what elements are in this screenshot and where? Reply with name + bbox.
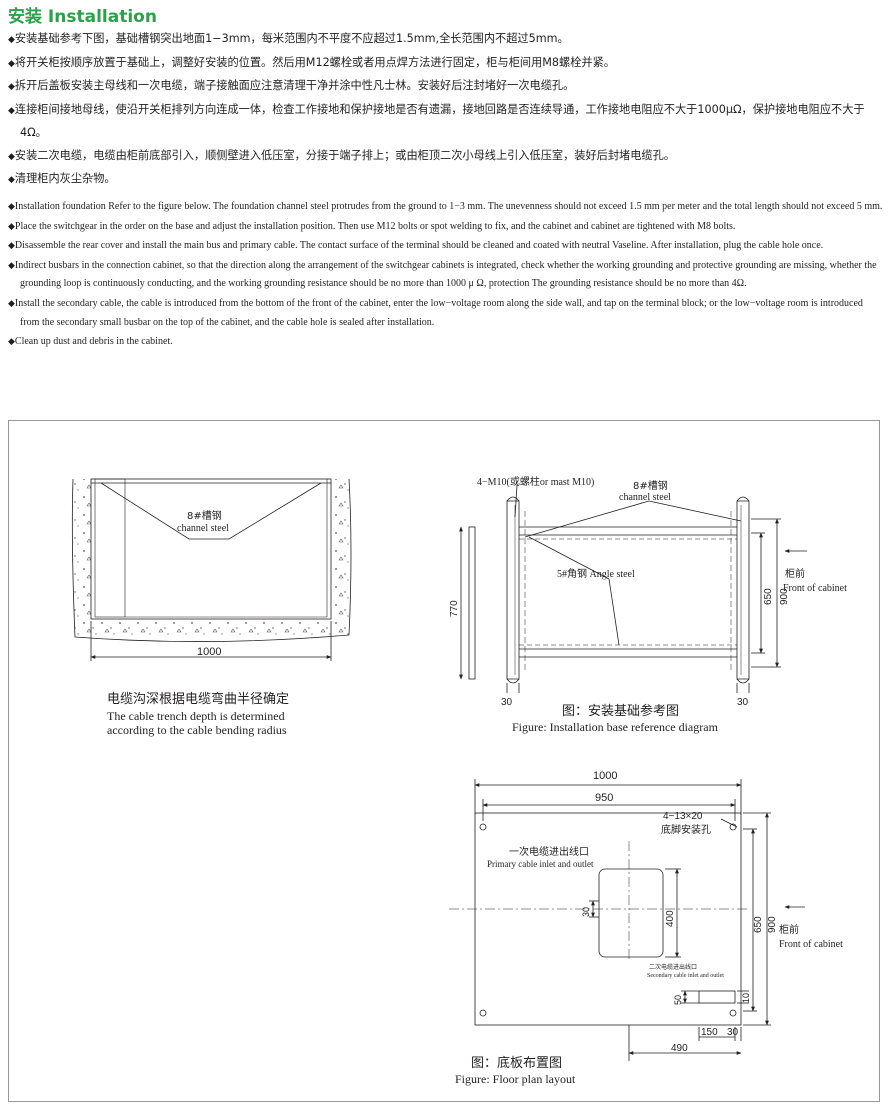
trench-channel-cn: 8#槽钢	[187, 509, 222, 522]
base-channel-cn: 8#槽钢	[633, 479, 668, 492]
en-item: ◆Indirect busbars in the connection cabi…	[8, 259, 877, 290]
cn-item: ◆连接柜间接地母线，使沿开关柜排列方向连成一体，检查工作接地和保护接地是否有遗漏…	[8, 102, 865, 140]
floor-front-en: Front of cabinet	[779, 939, 843, 950]
floor-dim-30b: 30	[727, 1027, 739, 1038]
en-item: ◆Clean up dust and debris in the cabinet…	[8, 336, 173, 348]
chinese-instructions: ◆安装基础参考下图，基础槽钢突出地面1−3mm，每米范围内不平度不应超过1.5m…	[8, 28, 883, 192]
floor-dim-490: 490	[671, 1043, 688, 1054]
cn-item: ◆将开关柜按顺序放置于基础上，调整好安装的位置。然后用M12螺栓或者用点焊方法进…	[8, 55, 615, 69]
base-dim-left-30: 30	[501, 697, 513, 708]
floor-dim-650: 650	[753, 916, 764, 933]
floor-dim-900: 900	[767, 916, 778, 933]
diamond-bullet-icon: ◆	[8, 58, 15, 69]
floor-dim-10: 10	[741, 993, 751, 1003]
base-dim-right-30: 30	[737, 697, 749, 708]
floor-dim-950: 950	[595, 792, 613, 804]
en-item: ◆Install the secondary cable, the cable …	[8, 297, 863, 328]
cable-trench-section	[71, 478, 352, 661]
floor-secondary-en: Secondary cable inlet and outlet	[647, 973, 724, 979]
floor-dim-400: 400	[665, 910, 676, 927]
cn-item: ◆安装二次电缆，电缆由柜前底部引入，顺侧壁进入低压室，分接于端子排上；或由柜顶二…	[8, 148, 675, 162]
base-caption-en: Figure: Installation base reference diag…	[512, 720, 719, 734]
floor-front-cn: 柜前	[779, 923, 799, 936]
trench-caption-en-1: The cable trench depth is determined	[107, 709, 285, 723]
diamond-bullet-icon: ◆	[8, 105, 15, 116]
base-dim-650: 650	[763, 588, 774, 605]
cn-item: ◆清理柜内灰尘杂物。	[8, 172, 116, 185]
floor-plan-drawing	[449, 779, 805, 1061]
floor-caption-cn: 图：底板布置图	[471, 1055, 562, 1071]
trench-channel-en: channel steel	[177, 523, 229, 534]
en-item: ◆Place the switchgear in the order on th…	[8, 220, 736, 232]
base-front-cn: 柜前	[785, 567, 805, 580]
section-title: 安装 Installation	[8, 7, 157, 27]
diamond-bullet-icon: ◆	[8, 297, 15, 308]
diamond-bullet-icon: ◆	[8, 151, 15, 162]
floor-hole-spec: 4−13×20	[663, 811, 703, 822]
diamond-bullet-icon: ◆	[8, 175, 15, 185]
floor-dim-1000: 1000	[593, 770, 617, 782]
base-caption-cn: 图：安装基础参考图	[562, 703, 679, 719]
trench-dim-1000: 1000	[197, 646, 221, 658]
base-dim-770: 770	[449, 600, 460, 617]
floor-hole-cn: 底脚安装孔	[661, 823, 711, 836]
en-item: ◆Installation foundation Refer to the fi…	[8, 201, 883, 212]
floor-secondary-cn: 二次电缆进出线口	[649, 963, 697, 971]
diamond-bullet-icon: ◆	[8, 35, 15, 45]
trench-caption-en-2: according to the cable bending radius	[107, 723, 287, 737]
drawings-frame: 8#槽钢 channel steel 1000 电缆沟深根据电缆弯曲半径确定 T…	[8, 420, 880, 1102]
en-item: ◆Disassemble the rear cover and install …	[8, 240, 824, 252]
base-channel-en: channel steel	[619, 492, 671, 503]
floor-caption-en: Figure: Floor plan layout	[455, 1072, 576, 1086]
diamond-bullet-icon: ◆	[8, 220, 15, 231]
base-dim-900: 900	[779, 588, 790, 605]
base-front-en: Front of cabinet	[783, 583, 847, 594]
floor-primary-cn: 一次电缆进出线口	[509, 845, 589, 858]
floor-dim-30: 30	[581, 907, 591, 917]
diamond-bullet-icon: ◆	[8, 240, 15, 251]
diamond-bullet-icon: ◆	[8, 259, 15, 270]
floor-dim-50: 50	[673, 995, 683, 1005]
diamond-bullet-icon: ◆	[8, 201, 15, 211]
trench-caption-cn: 电缆沟深根据电缆弯曲半径确定	[107, 691, 289, 707]
diamond-bullet-icon: ◆	[8, 336, 15, 347]
installation-base-drawing	[459, 484, 807, 693]
base-angle-label: 5#角钢 Angle steel	[557, 567, 635, 580]
floor-dim-150: 150	[701, 1027, 718, 1038]
base-bolt-label: 4−M10(或螺柱or mast M10)	[477, 475, 594, 488]
english-instructions: ◆Installation foundation Refer to the fi…	[8, 197, 884, 352]
cn-item: ◆安装基础参考下图，基础槽钢突出地面1−3mm，每米范围内不平度不应超过1.5m…	[8, 32, 569, 45]
diamond-bullet-icon: ◆	[8, 82, 15, 92]
cn-item: ◆拆开后盖板安装主母线和一次电缆，端子接触面应注意清理干净并涂中性凡士林。安装好…	[8, 79, 575, 92]
technical-drawings: 8#槽钢 channel steel 1000 电缆沟深根据电缆弯曲半径确定 T…	[71, 475, 847, 1086]
floor-primary-en: Primary cable inlet and outlet	[487, 859, 594, 869]
